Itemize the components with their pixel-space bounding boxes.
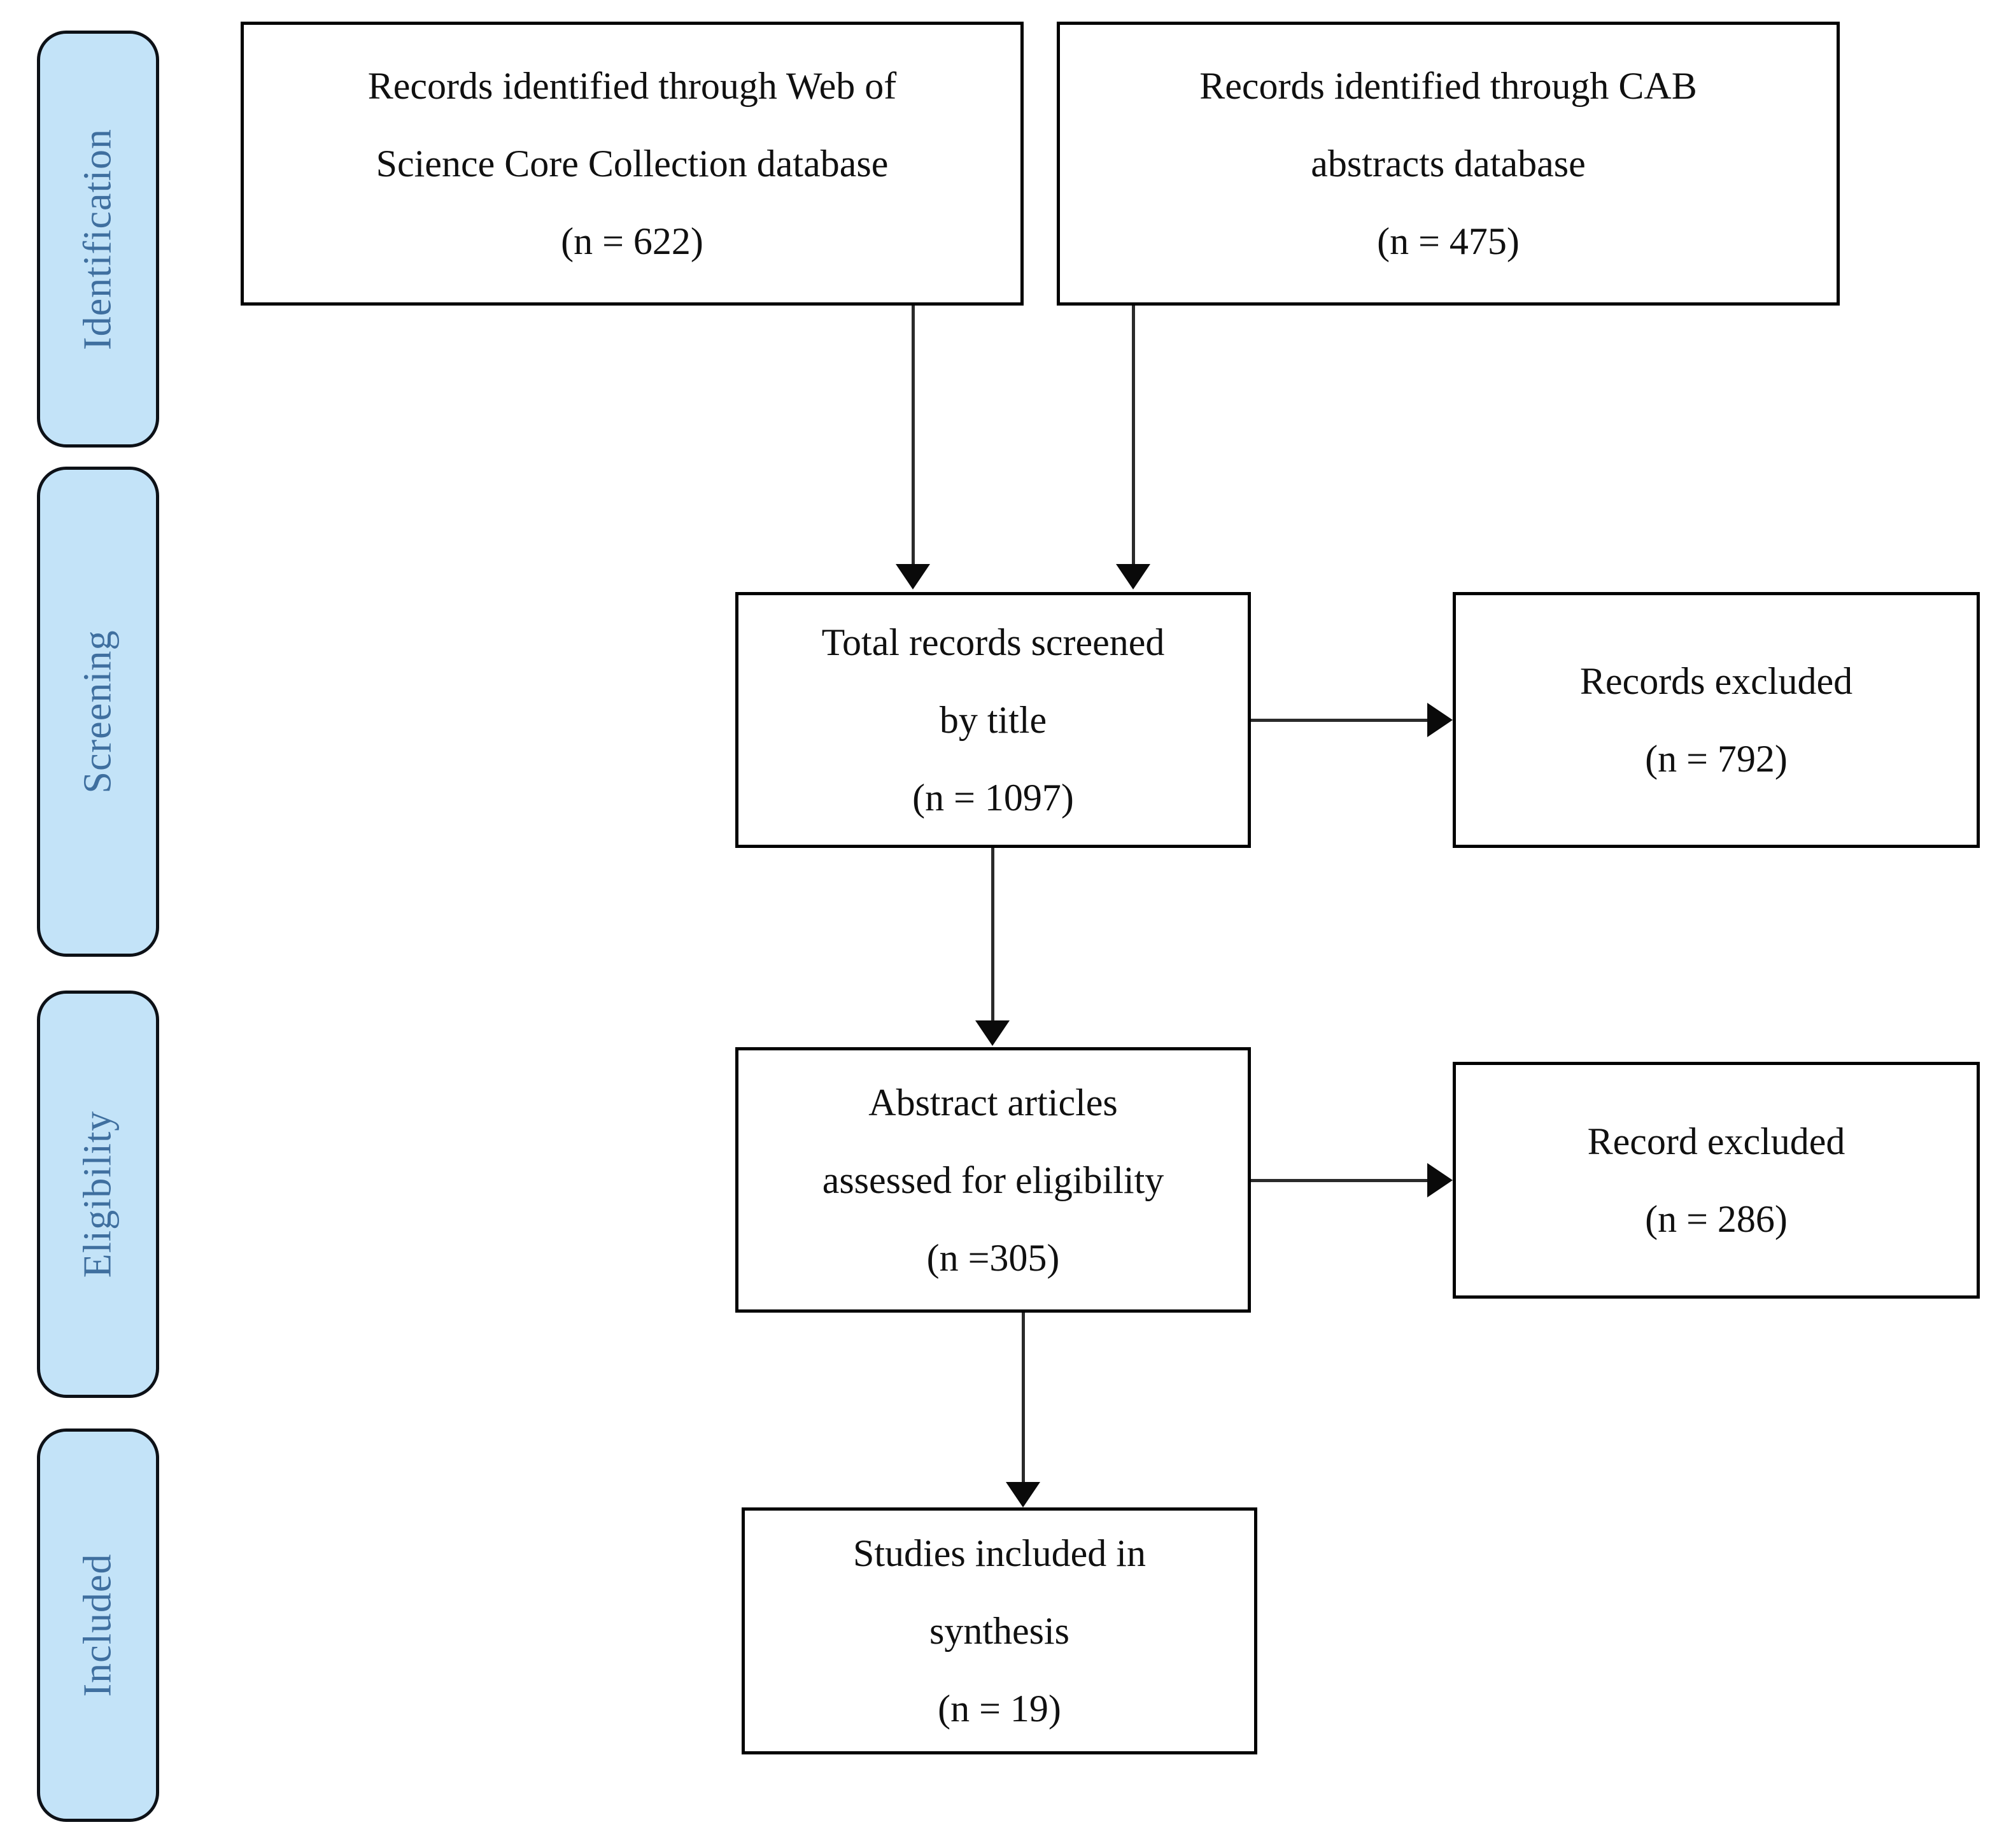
arrowhead-screened-to-excluded <box>1427 703 1453 737</box>
arrowhead-screened-to-eligibility <box>975 1020 1010 1046</box>
box-record-excluded-abstract: Record excluded (n = 286) <box>1453 1062 1980 1299</box>
stage-bar-included: Included <box>37 1428 159 1822</box>
connector-screened-to-eligibility <box>991 848 994 1023</box>
box-wos-records-line-1: Records identified through Web of <box>367 65 897 107</box>
box-cab-records-line-2: abstracts database <box>1311 143 1586 185</box>
box-screened-by-title-line-2: by title <box>939 699 1047 741</box>
box-abstract-eligibility: Abstract articles assessed for eligibili… <box>735 1047 1251 1313</box>
stage-label-eligibility: Eligibility <box>76 1110 120 1278</box>
box-screened-by-title-count: (n = 1097) <box>912 777 1074 819</box>
connector-eligibility-to-included <box>1022 1313 1025 1485</box>
box-cab-records-count: (n = 475) <box>1377 220 1520 262</box>
box-record-excluded-abstract-line-1: Record excluded <box>1587 1120 1845 1162</box>
box-records-excluded-title-count: (n = 792) <box>1645 738 1788 780</box>
box-studies-included-line-2: synthesis <box>929 1610 1070 1652</box>
box-abstract-eligibility-line-1: Abstract articles <box>868 1081 1118 1124</box>
connector-eligibility-to-excluded <box>1251 1179 1429 1182</box>
box-record-excluded-abstract-count: (n = 286) <box>1645 1198 1788 1240</box>
stage-label-included: Included <box>76 1553 120 1697</box>
stage-bar-eligibility: Eligibility <box>37 991 159 1398</box>
arrowhead-eligibility-to-included <box>1006 1482 1040 1507</box>
box-wos-records: Records identified through Web of Scienc… <box>241 22 1024 306</box>
stage-bar-identification: Identification <box>37 31 159 448</box>
box-studies-included-count: (n = 19) <box>938 1688 1061 1730</box>
connector-wos-to-screened <box>912 306 915 567</box>
box-records-excluded-title: Records excluded (n = 792) <box>1453 592 1980 848</box>
connector-screened-to-excluded <box>1251 719 1429 722</box>
box-abstract-eligibility-count: (n =305) <box>926 1236 1060 1279</box>
box-studies-included-line-1: Studies included in <box>853 1532 1146 1574</box>
box-screened-by-title: Total records screened by title (n = 109… <box>735 592 1251 848</box>
stage-bar-screening: Screening <box>37 467 159 957</box>
stage-label-identification: Identification <box>76 128 120 350</box>
box-studies-included: Studies included in synthesis (n = 19) <box>742 1507 1257 1754</box>
connector-cab-drop <box>1132 306 1135 567</box>
box-cab-records: Records identified through CAB abstracts… <box>1057 22 1840 306</box>
arrowhead-eligibility-to-excluded <box>1427 1163 1453 1197</box>
box-screened-by-title-line-1: Total records screened <box>821 621 1165 663</box>
box-abstract-eligibility-line-2: assessed for eligibility <box>822 1159 1164 1201</box>
box-wos-records-line-2: Science Core Collection database <box>376 143 889 185</box>
arrowhead-wos-to-screened <box>896 564 930 589</box>
arrowhead-cab-to-screened <box>1116 564 1150 589</box>
stage-label-screening: Screening <box>76 630 120 794</box>
box-records-excluded-title-line-1: Records excluded <box>1579 660 1853 702</box>
box-cab-records-line-1: Records identified through CAB <box>1199 65 1697 107</box>
box-wos-records-count: (n = 622) <box>561 220 703 262</box>
